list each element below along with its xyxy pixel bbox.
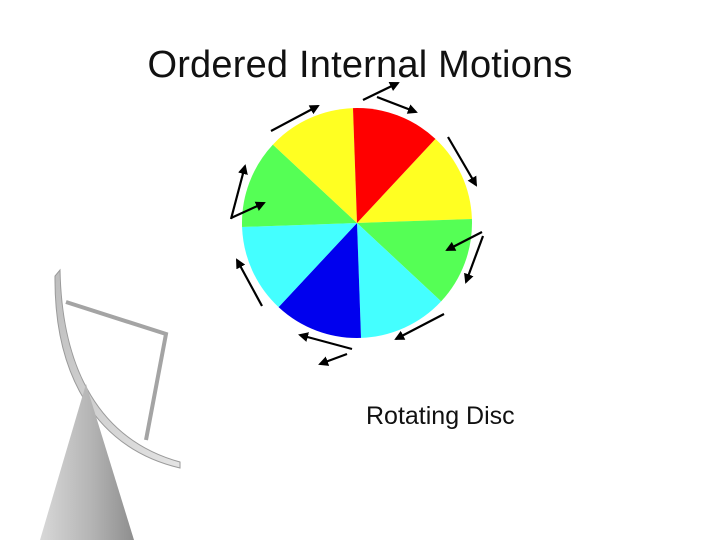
satellite-dish-icon: [40, 270, 180, 540]
motion-arrow: [320, 354, 347, 364]
disc-segments: [242, 108, 472, 338]
disc-label: Rotating Disc: [366, 402, 515, 431]
rotating-disc: [242, 108, 472, 338]
motion-arrow: [377, 97, 416, 112]
